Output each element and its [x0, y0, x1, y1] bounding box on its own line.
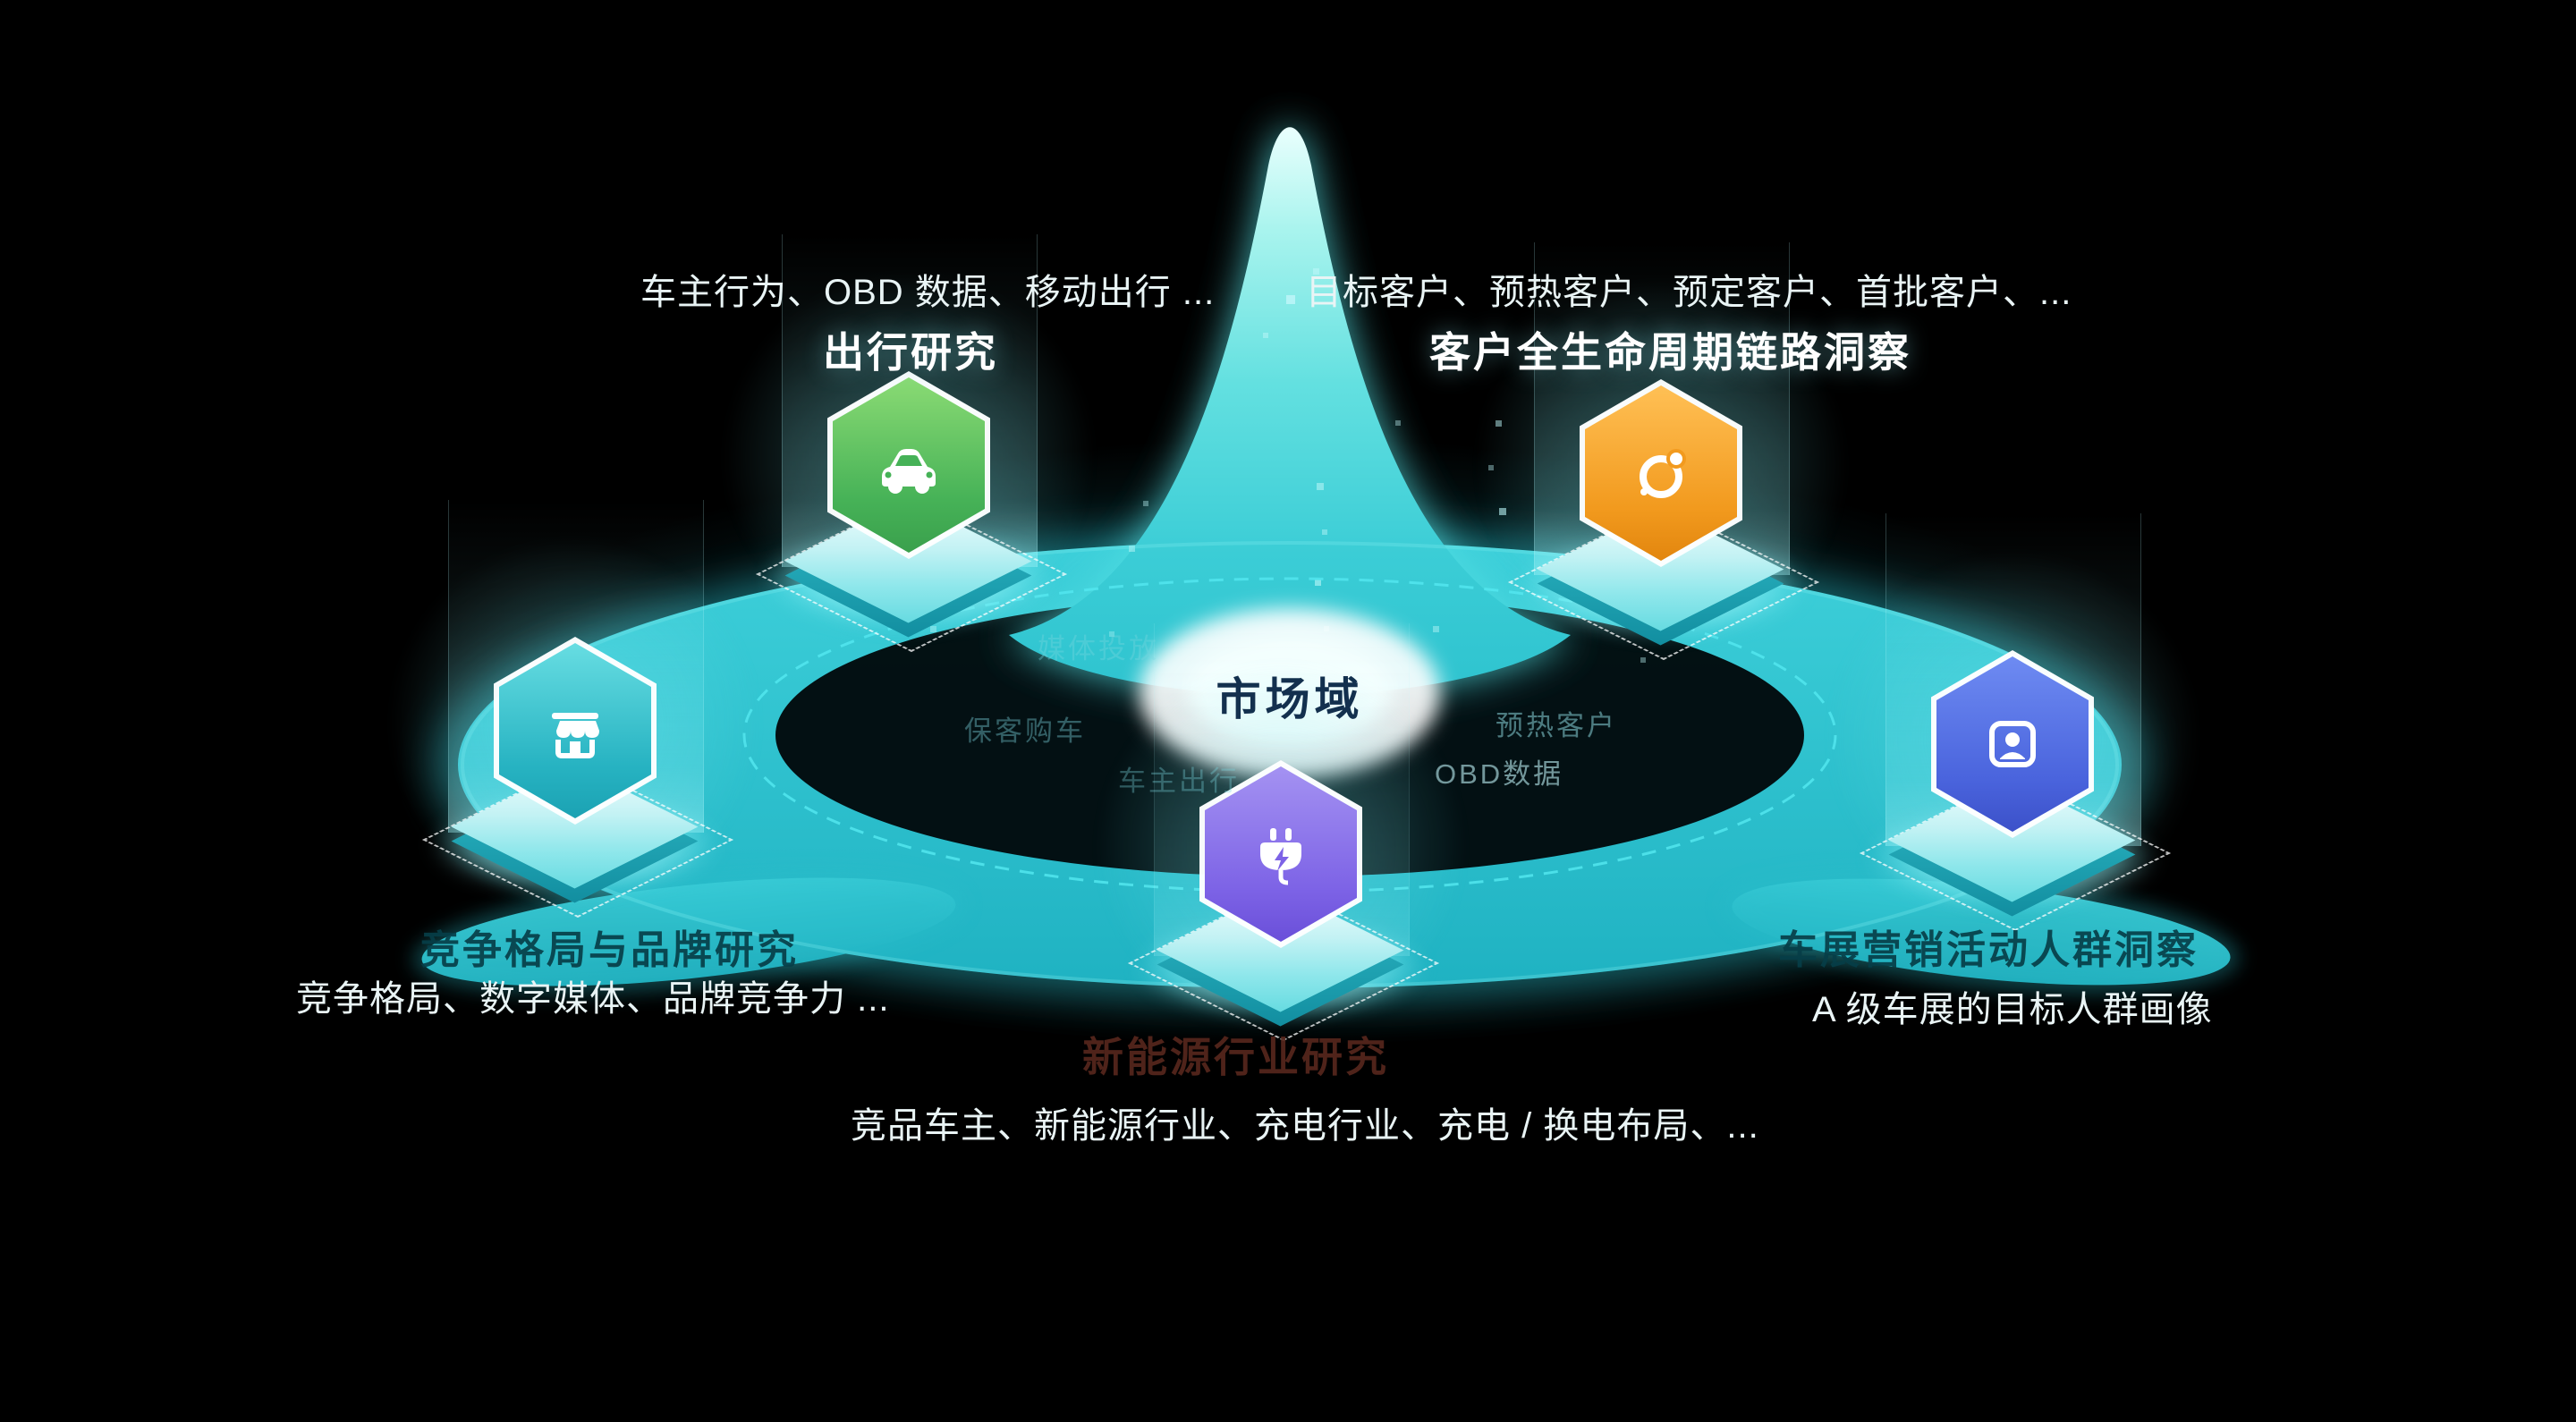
orbit-icon	[1640, 449, 1686, 498]
energy-desc-text: 竞品车主、新能源行业、充电行业、充电 / 换电布局、...	[851, 1106, 1759, 1146]
node-customer-lifecycle	[1473, 242, 1849, 743]
lifecycle-hex-badge	[1585, 385, 1737, 561]
node-audience-insight	[1825, 513, 2200, 1014]
travel-desc-text: 车主行为、OBD 数据、移动出行 ...	[640, 273, 1216, 312]
car-icon	[882, 449, 936, 494]
energy-hex-badge	[1205, 766, 1357, 942]
center-domain-label: 市场域	[1216, 674, 1364, 724]
travel-title: 出行研究	[823, 329, 998, 376]
ring-faint-label: 保客购车	[964, 715, 1086, 747]
lifecycle-title: 客户全生命周期链路洞察	[1429, 329, 1911, 376]
ring-faint-label: OBD数据	[1435, 758, 1564, 790]
node-new-energy	[1093, 623, 1469, 1124]
brand-desc-text: 竞争格局、数字媒体、品牌竞争力 ...	[296, 979, 890, 1019]
swoosh-wings	[412, 869, 2240, 995]
center-glow-blob	[1140, 608, 1440, 778]
data-peak-shape	[1009, 127, 1571, 696]
lifecycle-desc-text: 目标客户、预热客户、预定客户、首批客户、...	[1306, 273, 2072, 312]
storefront-icon	[552, 713, 599, 758]
brand-title: 竞争格局与品牌研究	[420, 928, 799, 972]
ring-faint-label: 车主出行	[1118, 766, 1240, 797]
audience-desc-text: A 级车展的目标人群画像	[1812, 990, 2213, 1029]
audience-title: 车展营销活动人群洞察	[1778, 928, 2199, 972]
node-brand-competition	[387, 500, 763, 1001]
brand-hex-badge	[499, 643, 651, 818]
charging-icon	[1260, 828, 1301, 885]
user-card-icon	[1989, 721, 2036, 767]
ring-faint-label: 预热客户	[1496, 710, 1617, 741]
energy-title: 新能源行业研究	[1082, 1034, 1389, 1080]
node-travel-research	[721, 234, 1097, 735]
ring-faint-label: 媒体投放	[1038, 633, 1159, 664]
dashed-orbit-ellipse	[742, 577, 1837, 893]
